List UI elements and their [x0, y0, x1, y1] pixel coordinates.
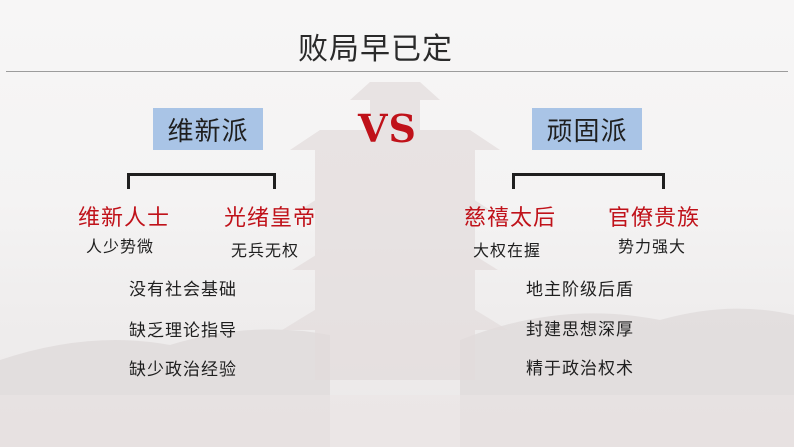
reformist-bracket	[127, 173, 276, 189]
reformist-point: 没有社会基础	[129, 280, 237, 300]
reformist-point: 缺少政治经验	[129, 360, 237, 380]
conservative-point: 精于政治权术	[526, 359, 634, 379]
vs-label: VS	[358, 106, 417, 151]
emperor-group-name: 光绪皇帝	[224, 206, 317, 231]
conservative-point: 封建思想深厚	[526, 320, 634, 340]
bureaucrat-group-desc: 势力强大	[618, 237, 687, 256]
cixi-group-desc: 大权在握	[473, 241, 542, 260]
cixi-group-name: 慈禧太后	[464, 206, 557, 231]
conservative-point: 地主阶级后盾	[526, 280, 634, 300]
emperor-group-desc: 无兵无权	[231, 241, 300, 260]
reformist-group-desc: 人少势微	[86, 237, 155, 256]
reformist-header-box: 维新派	[153, 108, 263, 150]
reformist-point: 缺乏理论指导	[129, 321, 237, 341]
title-divider	[6, 71, 788, 72]
conservative-bracket	[512, 173, 665, 189]
reformist-group-name: 维新人士	[78, 206, 171, 231]
page-title: 败局早已定	[298, 32, 453, 67]
bureaucrat-group-name: 官僚贵族	[608, 206, 701, 231]
conservative-header-box: 顽固派	[532, 108, 642, 150]
